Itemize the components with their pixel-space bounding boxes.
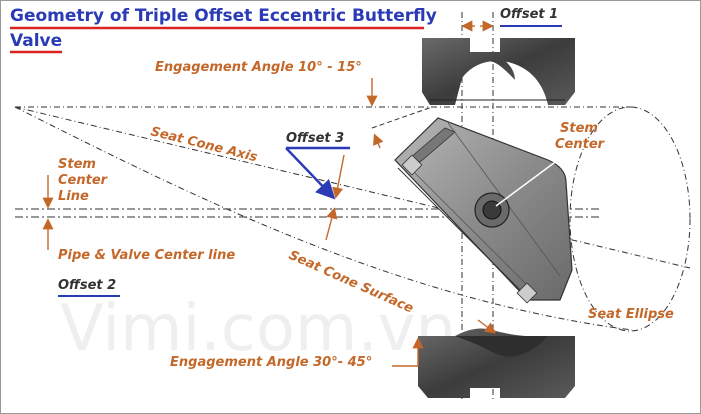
label-seat-cone-axis: Seat Cone Axis (149, 124, 259, 165)
seat-ellipse-outline (569, 106, 691, 332)
label-offset-2: Offset 2 (58, 278, 116, 293)
label-stem-center-1: Stem (560, 121, 598, 136)
label-stem-center-2: Center (555, 137, 606, 152)
label-offset-1: Offset 1 (500, 7, 558, 22)
watermark: Vimi.com.vn (60, 292, 456, 366)
stem-center-pointer (495, 153, 567, 207)
top-seat-body (422, 38, 575, 105)
engagement-top-line (371, 106, 433, 129)
label-stem-center-line-2: Center (58, 173, 109, 188)
label-offset-3: Offset 3 (286, 131, 344, 146)
engagement-top-arrow-2 (373, 133, 384, 149)
label-seat-ellipse: Seat Ellipse (588, 307, 674, 322)
title-line-2: Valve (10, 31, 62, 51)
title-line-1: Geometry of Triple Offset Eccentric Butt… (10, 6, 437, 26)
offset-3-pointer (285, 146, 350, 196)
engagement-bottom-arrow-2 (477, 319, 497, 334)
offset-3-arrow-top (332, 154, 345, 199)
label-pipe-valve-center: Pipe & Valve Center line (58, 248, 235, 263)
label-engagement-bottom: Engagement Angle 30°- 45° (170, 355, 372, 370)
seat-cone-surface-line (14, 106, 633, 331)
offset-3-arrow-bottom (325, 207, 338, 241)
butterfly-disc (394, 117, 573, 304)
label-stem-center-line-3: Line (58, 189, 89, 204)
bottom-seat-bore (455, 336, 548, 357)
label-engagement-top: Engagement Angle 10° - 15° (155, 60, 362, 75)
label-stem-center-line-1: Stem (58, 157, 96, 172)
